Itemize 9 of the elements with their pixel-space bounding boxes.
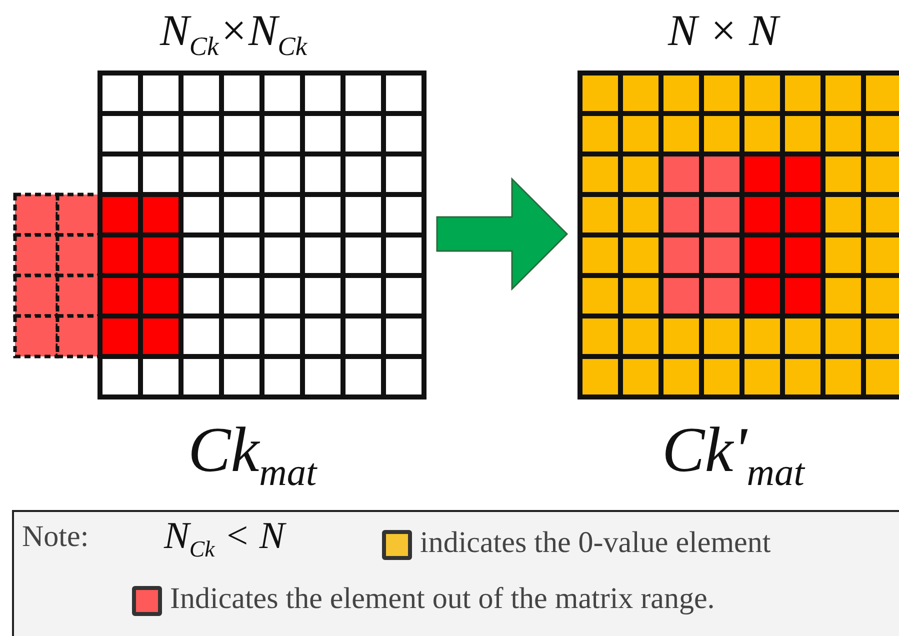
matrix-size-label: N$_{Ck}$×N$_{Ck}$: [160, 5, 308, 62]
matrix-name-label: Ck'$_{mat}$: [662, 413, 804, 495]
matrix-size-label: N × N: [668, 5, 778, 56]
condition-formula: N$_{Ck}$ < N: [164, 514, 285, 563]
block-arrow: [436, 177, 568, 291]
legend-text: Indicates the element out of the matrix range.: [170, 582, 715, 616]
note-label: Note:: [22, 520, 89, 554]
legend-text: indicates the 0-value element: [420, 526, 771, 560]
matrix-name-label: Ck$_{mat}$: [188, 413, 317, 495]
